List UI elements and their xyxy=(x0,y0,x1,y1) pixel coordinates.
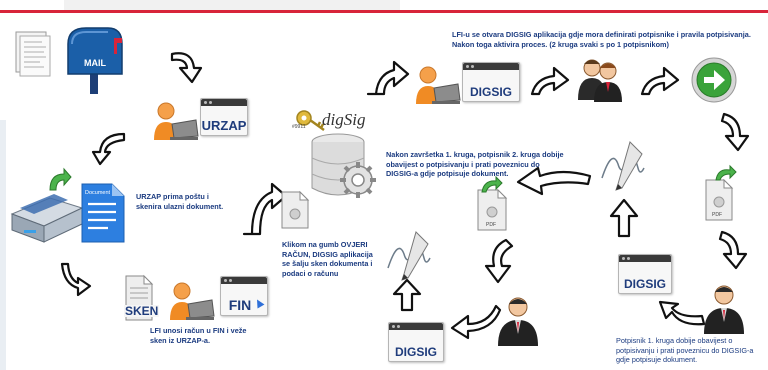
arrow-to-admin xyxy=(530,66,570,96)
digsig-window-top: DIGSIG xyxy=(462,62,520,102)
arrow-to-scanner xyxy=(91,132,126,166)
pdf-icon-middle: PDF xyxy=(477,175,508,231)
key-icon xyxy=(296,110,325,132)
digsig-right-label: DIGSIG xyxy=(623,277,666,291)
database-server-icon xyxy=(311,133,376,198)
logo-badge: #9911 xyxy=(292,124,306,130)
caption-round1: Nakon završetka 1. kruga, potpisnik 2. k… xyxy=(386,150,564,179)
digsig-logo-text: digSig xyxy=(322,110,366,129)
fin-window: FIN xyxy=(220,276,268,316)
arrow-up-to-signature-right xyxy=(609,198,639,238)
urzap-label: URZAP xyxy=(201,118,247,133)
arrow-to-urzap xyxy=(170,52,203,84)
arrow-to-right-digsig xyxy=(658,300,706,326)
header-strip xyxy=(64,0,400,10)
caption-top: LFI-u se otvara DIGSIG aplikacija gdje m… xyxy=(452,30,751,49)
lfi-user-icon xyxy=(154,102,199,140)
caption-signer1: Potpisnik 1. kruga dobije obavijest o po… xyxy=(616,336,754,365)
pdf-right-label: PDF xyxy=(712,212,722,218)
arrow-back-to-pdf xyxy=(516,166,592,196)
arrow-to-sken xyxy=(60,262,92,297)
header-red-line xyxy=(0,10,768,13)
green-return-arrow-icon xyxy=(49,167,72,191)
left-edge-shade xyxy=(0,120,6,370)
arrow-down-to-signer2 xyxy=(484,238,514,284)
admin-users-icon xyxy=(578,59,622,102)
arrow-to-go xyxy=(640,66,680,96)
lfi-user-icon-bottom xyxy=(170,282,215,320)
window-titlebar xyxy=(463,63,519,70)
pdf-icon-right: PDF xyxy=(705,164,737,221)
mailbox-label: MAIL xyxy=(84,58,106,68)
caption-fin: Klikom na gumb OVJERI RAČUN, DIGSIG apli… xyxy=(282,240,373,278)
lfi-user-icon-top xyxy=(416,66,461,104)
arrow-down-right-top xyxy=(720,112,750,152)
arrow-to-lfi-top xyxy=(366,60,410,96)
urzap-window: URZAP xyxy=(200,98,248,136)
arrow-left-to-bottom-digsig xyxy=(450,304,502,340)
window-titlebar xyxy=(201,99,247,106)
go-next-icon xyxy=(691,57,737,103)
paper-document-icon xyxy=(15,31,51,77)
digsig-window-right: DIGSIG xyxy=(618,254,672,294)
mailbox-icon: MAIL xyxy=(67,27,123,94)
header-bar xyxy=(0,0,768,14)
digsig-window-bottom: DIGSIG xyxy=(388,322,444,362)
sken-label: SKEN xyxy=(124,304,160,318)
scanner-icon xyxy=(10,194,84,243)
document-icon: Document xyxy=(81,183,125,243)
signature-pen-icon-left xyxy=(387,231,431,281)
signer-round2-icon xyxy=(498,297,538,346)
fin-pdf-icon xyxy=(281,190,310,229)
digsig-top-label: DIGSIG xyxy=(469,85,512,99)
arrow-down-right-bottom xyxy=(718,230,748,270)
signature-pen-icon-right xyxy=(601,141,645,191)
document-label: Document xyxy=(85,190,111,196)
window-titlebar xyxy=(221,277,267,284)
window-titlebar xyxy=(389,323,443,330)
window-titlebar xyxy=(619,255,671,262)
signer-round1-icon xyxy=(704,285,744,334)
caption-lfi: LFI unosi račun u FIN i veže sken iz URZ… xyxy=(150,326,247,345)
pdf-middle-label: PDF xyxy=(486,222,496,228)
caption-scan: URZAP prima poštu i skenira ulazni dokum… xyxy=(136,192,224,211)
digsig-bottom-label: DIGSIG xyxy=(394,345,437,359)
fin-label: FIN xyxy=(228,297,252,313)
arrow-up-to-signature-left xyxy=(392,278,422,312)
